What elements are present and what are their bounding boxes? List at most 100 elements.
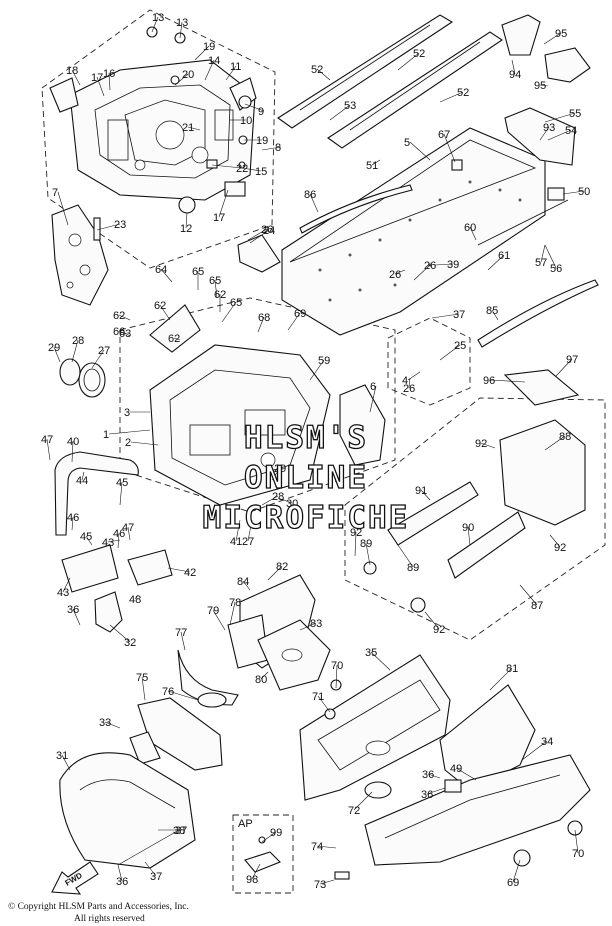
panel-81	[439, 684, 536, 791]
callout-95: 95	[555, 28, 567, 40]
callout-27: 27	[98, 345, 110, 357]
group-box-24	[387, 317, 471, 406]
leader-line-52	[397, 52, 420, 71]
callout-19: 19	[203, 41, 215, 53]
leader-line-70	[335, 664, 338, 689]
fwd-arrow-icon: FWD	[51, 861, 99, 895]
callout-97: 97	[566, 354, 578, 366]
callout-5: 5	[404, 137, 410, 149]
leader-line-67	[443, 133, 456, 163]
callout-21: 21	[182, 122, 194, 134]
callout-13: 13	[152, 12, 164, 24]
leader-line-27	[247, 519, 253, 542]
leader-line-90	[467, 526, 471, 546]
leader-line-62	[173, 337, 181, 341]
callout-47: 47	[41, 434, 53, 446]
callout-92: 92	[554, 542, 566, 554]
leader-line-53	[329, 104, 351, 121]
leader-line-74	[316, 845, 337, 849]
leader-line-40	[71, 440, 74, 463]
panel-34	[299, 654, 451, 801]
leader-line-80	[260, 671, 269, 680]
leader-line-92	[354, 531, 357, 557]
part-9	[238, 95, 252, 109]
callout-39: 39	[447, 259, 459, 271]
ap-label: AP	[238, 818, 253, 830]
callout-48: 48	[129, 594, 141, 606]
watermark-line2: ONLINE	[244, 460, 368, 496]
callout-36: 36	[421, 789, 433, 801]
leader-line-34	[521, 740, 548, 761]
leader-line-33	[104, 721, 121, 729]
callout-26: 26	[261, 224, 273, 236]
callout-73: 73	[314, 879, 326, 891]
callout-80: 80	[255, 674, 267, 686]
callout-86: 86	[304, 189, 316, 201]
callout-56: 56	[550, 263, 562, 275]
part-66	[451, 159, 463, 171]
leader-line-96	[488, 379, 526, 383]
part-17	[224, 181, 246, 197]
leader-line-23	[96, 223, 121, 231]
leader-line-81	[489, 667, 513, 691]
part-28	[59, 358, 81, 386]
callout-33: 33	[99, 717, 111, 729]
callout-17: 17	[91, 72, 103, 84]
callout-51: 51	[366, 160, 378, 172]
callout-62: 62	[154, 300, 166, 312]
leader-line-20	[174, 73, 189, 86]
leader-line-91	[420, 489, 431, 501]
part-70b	[324, 708, 336, 720]
leader-line-85	[491, 309, 499, 321]
leader-line-36	[117, 864, 123, 882]
leader-line-37	[431, 313, 460, 319]
leader-line-78	[229, 601, 236, 626]
leader-line-62	[118, 314, 131, 321]
leader-line-75	[141, 676, 146, 701]
leader-line-84	[242, 580, 251, 591]
callout-43: 43	[102, 537, 114, 549]
part-61-bracket	[149, 304, 201, 353]
callout-1: 1	[103, 429, 109, 441]
leader-line-99	[261, 831, 277, 843]
leader-line-76	[167, 690, 199, 701]
leader-line-97	[555, 358, 573, 377]
part-99	[258, 836, 266, 844]
leader-line-56	[544, 244, 557, 269]
callout-79: 79	[207, 605, 219, 617]
callout-87: 87	[531, 600, 543, 612]
copyright-line1: © Copyright HLSM Parts and Accessories, …	[8, 901, 189, 912]
callout-92: 92	[433, 624, 445, 636]
leader-line-29	[53, 346, 61, 363]
leader-line-27	[91, 349, 105, 369]
callout-43: 43	[57, 587, 69, 599]
callout-85: 85	[486, 305, 498, 317]
part-41	[127, 549, 173, 586]
callout-37: 37	[150, 871, 162, 883]
callout-62: 62	[113, 310, 125, 322]
callout-89: 89	[360, 538, 372, 550]
plate-97	[503, 369, 580, 406]
leader-line-36	[427, 773, 441, 779]
callout-93: 93	[543, 122, 555, 134]
group-box-87	[344, 397, 606, 641]
leader-line-2	[130, 441, 159, 446]
leader-line-95	[539, 84, 549, 87]
leader-line-57	[540, 244, 546, 263]
copyright-line2: All rights reserved	[74, 914, 145, 924]
callout-42: 42	[184, 567, 196, 579]
callout-53: 53	[344, 100, 356, 112]
callout-26: 26	[424, 260, 436, 272]
part-93	[544, 47, 591, 83]
leader-line-94	[511, 59, 516, 75]
callout-34: 34	[541, 736, 553, 748]
callout-52: 52	[311, 64, 323, 76]
cowl-30	[59, 752, 196, 869]
tunnel-holes	[318, 180, 522, 302]
leader-line-30	[277, 497, 293, 504]
callout-13: 13	[176, 17, 188, 29]
callout-72: 72	[348, 805, 360, 817]
leader-line-9	[244, 103, 265, 112]
